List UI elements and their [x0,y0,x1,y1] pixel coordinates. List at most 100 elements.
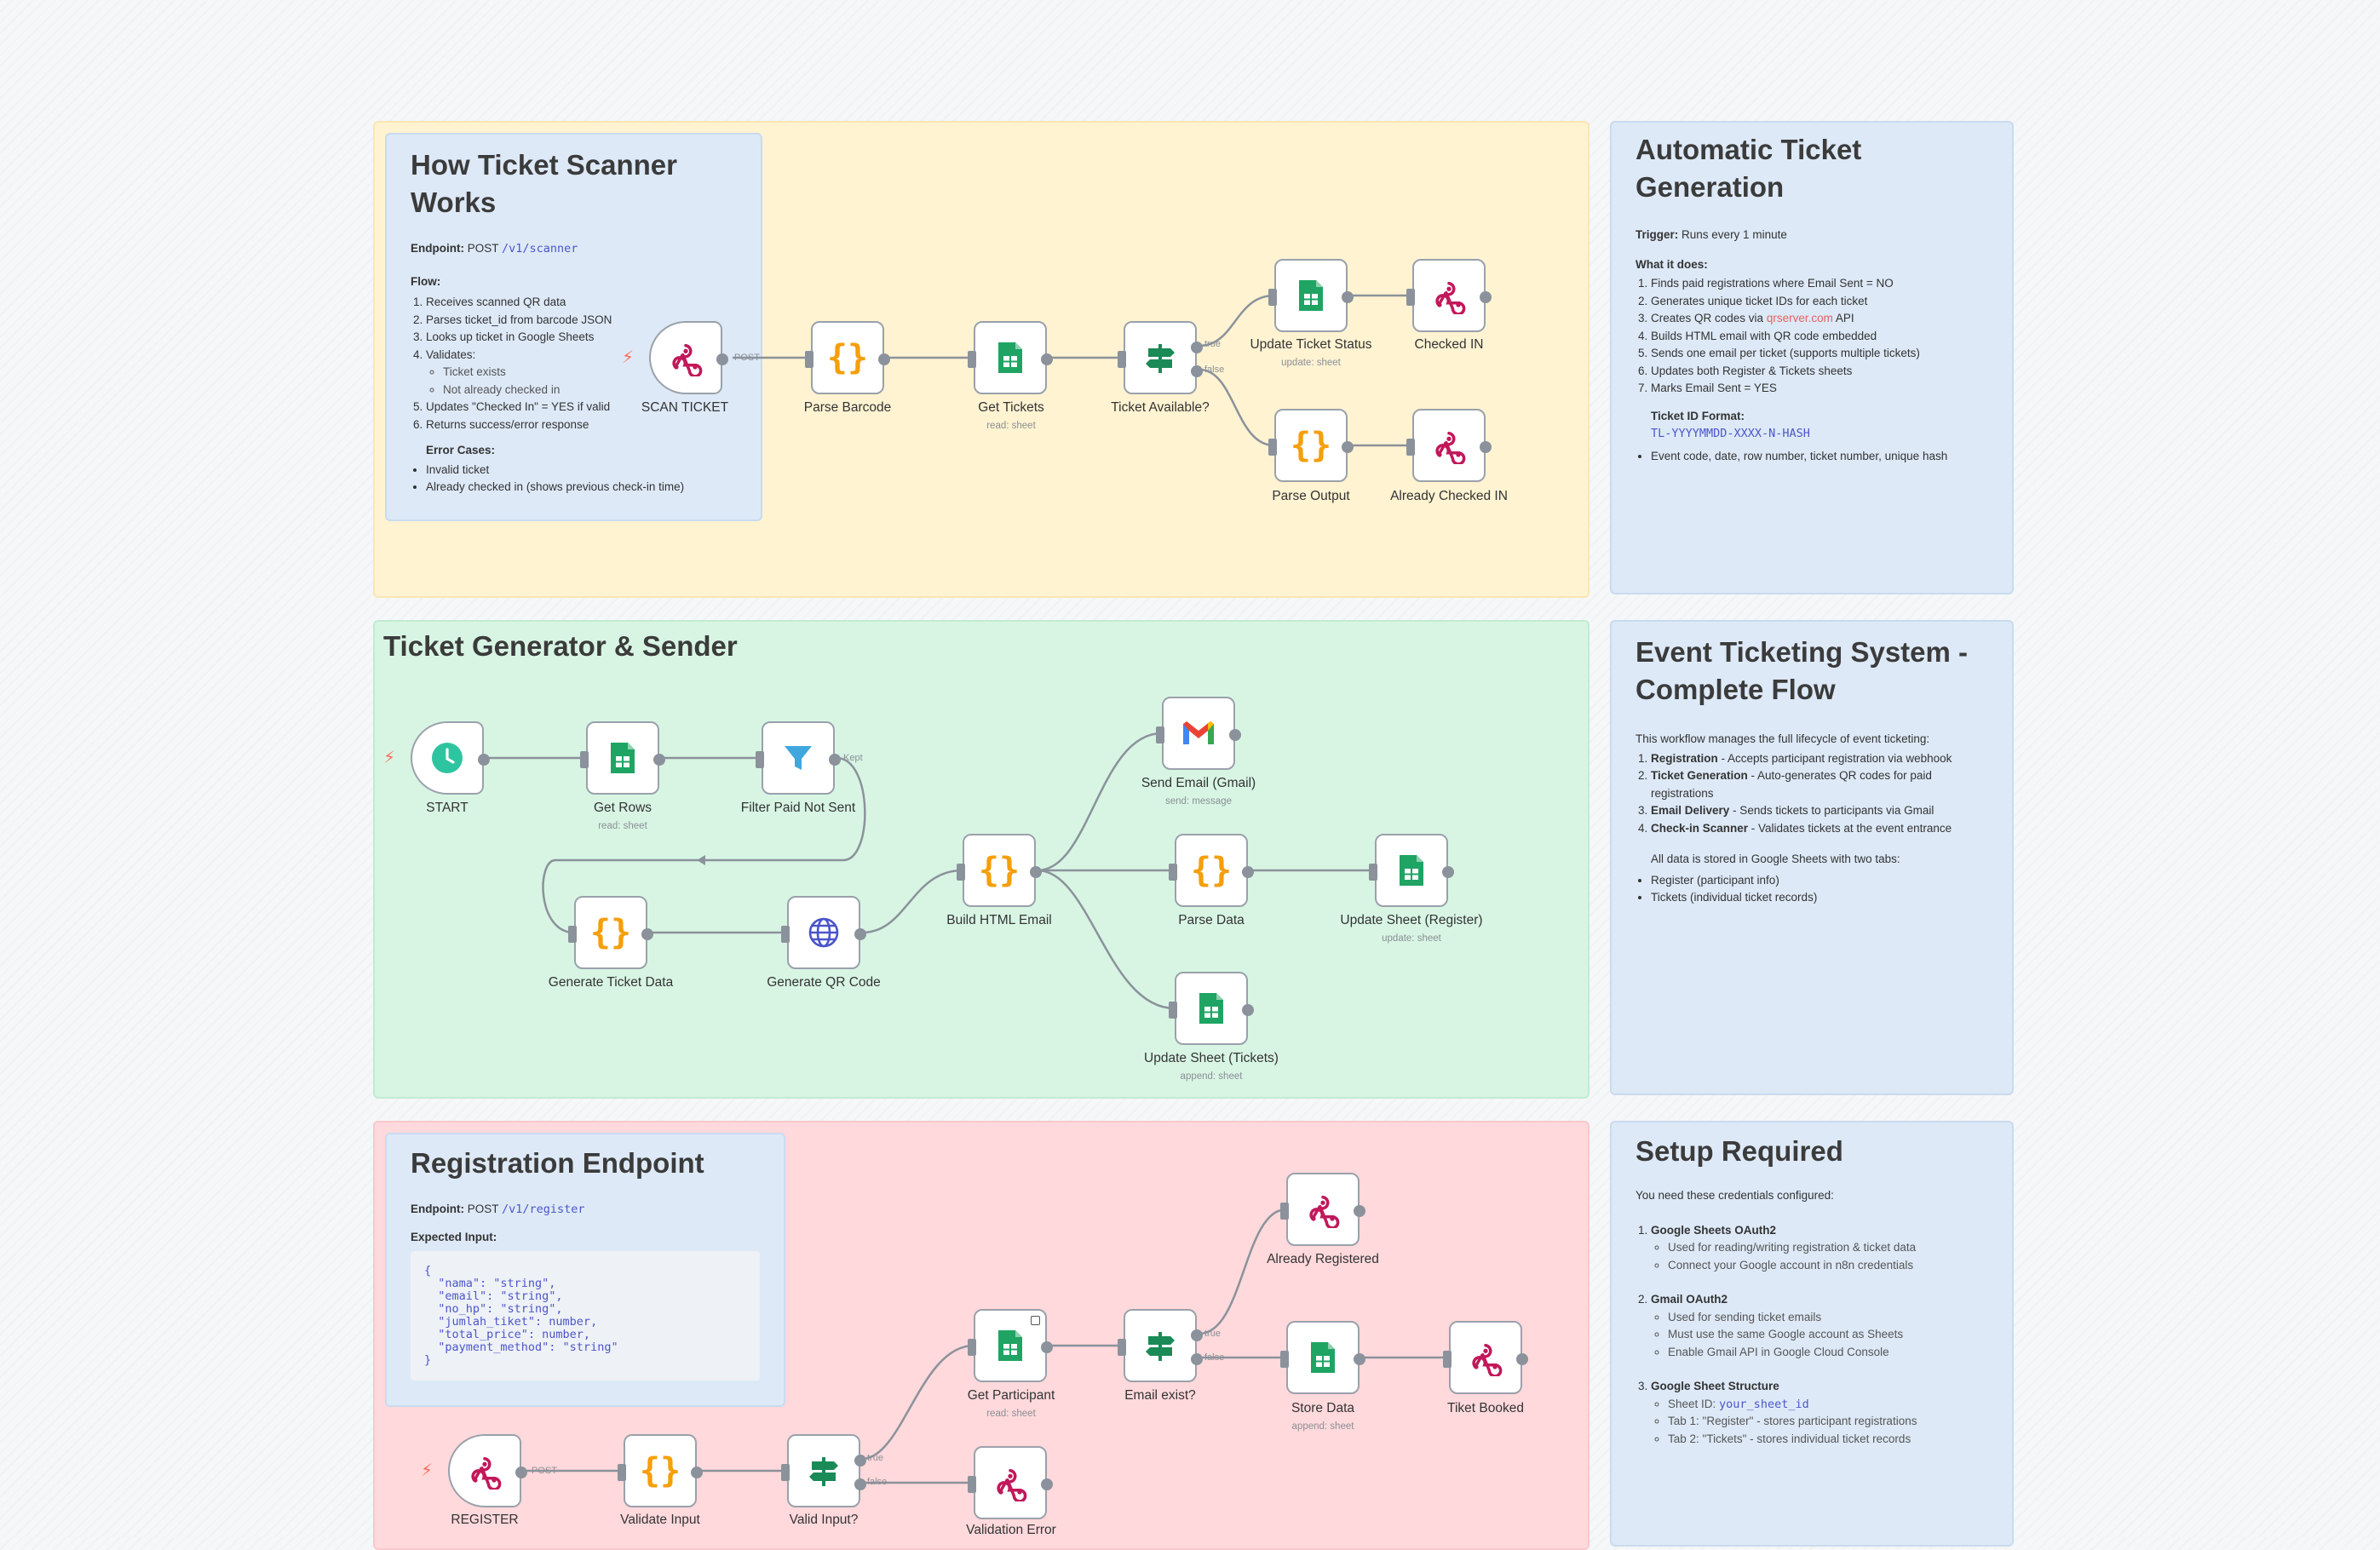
false-port[interactable] [854,1478,866,1490]
input-port[interactable] [1268,289,1277,306]
input-port[interactable] [1406,289,1415,306]
input-port[interactable] [781,926,790,943]
output-port[interactable] [716,353,728,365]
output-port[interactable] [1041,1341,1053,1353]
false-port[interactable] [1191,1353,1203,1365]
scan-ticket-node[interactable] [649,321,728,394]
input-port[interactable] [781,1464,790,1481]
ticket-booked-node[interactable] [1443,1321,1528,1394]
filter-paid-node[interactable] [756,721,841,795]
parse-data-node[interactable]: {} [1169,834,1254,907]
update-ticket-status-label: Update Ticket Status [1250,337,1372,352]
input-port[interactable] [805,351,813,368]
auto-generation-note[interactable]: Automatic Ticket Generation Trigger: Run… [1610,121,2014,594]
input-port[interactable] [968,1339,976,1356]
true-port[interactable] [1191,1329,1203,1341]
get-tickets-node[interactable] [968,321,1053,394]
output-port[interactable] [1342,441,1354,453]
get-participant-sub: read: sheet [986,1409,1036,1419]
output-port[interactable] [653,754,665,766]
output-port[interactable] [1354,1205,1365,1217]
output-port[interactable] [1242,1004,1254,1016]
valid-input-node[interactable] [781,1434,866,1507]
output-port[interactable] [1229,729,1241,741]
input-port[interactable] [618,1464,626,1481]
google-sheets-icon [1199,993,1223,1024]
get-rows-node[interactable] [580,721,665,795]
expected-input-code: { "nama": "string", "email": "string", "… [411,1251,760,1381]
input-port[interactable] [1169,864,1177,881]
setup-note[interactable]: Setup Required You need these credential… [1610,1121,2014,1547]
update-register-node[interactable] [1369,834,1454,907]
parse-output-node[interactable]: {} [1268,409,1354,482]
output-port[interactable] [854,928,866,940]
input-port[interactable] [580,751,589,768]
input-port[interactable] [1406,439,1415,456]
update-tickets-node[interactable] [1169,972,1254,1045]
checked-in-node[interactable] [1406,259,1492,332]
output-port[interactable] [1516,1353,1528,1365]
start-node[interactable] [411,721,490,795]
output-port[interactable] [641,928,653,940]
output-port[interactable] [1442,866,1454,878]
validate-input-node[interactable]: {} [618,1434,703,1507]
scan-ticket-label: SCAN TICKET [641,400,729,415]
webhook-icon [1472,1343,1503,1376]
code-braces-icon: {} [589,913,632,952]
output-port[interactable] [1342,291,1354,303]
input-port[interactable] [1118,351,1126,368]
registration-note[interactable]: Registration Endpoint Endpoint: POST /v1… [385,1133,785,1407]
input-port[interactable] [1280,1203,1289,1220]
output-port[interactable] [1242,866,1254,878]
output-port[interactable] [1354,1353,1365,1365]
input-port[interactable] [1268,439,1277,456]
store-data-node[interactable] [1280,1321,1365,1394]
validation-error-label: Validation Error [966,1523,1056,1537]
input-port[interactable] [968,351,976,368]
input-port[interactable] [957,864,965,881]
trigger-bolt-start: ⚡ [383,749,396,767]
input-port[interactable] [1156,726,1164,743]
update-ticket-status-node[interactable] [1268,259,1354,332]
output-port[interactable] [829,754,841,766]
qrserver-link[interactable]: qrserver.com [1766,312,1833,324]
google-sheets-icon [998,342,1022,373]
email-exist-node[interactable] [1118,1309,1203,1382]
input-port[interactable] [756,751,764,768]
false-port[interactable] [1191,365,1203,377]
parse-barcode-node[interactable]: {} [805,321,890,394]
input-port[interactable] [1443,1351,1452,1368]
already-checked-in-node[interactable] [1406,409,1492,482]
build-html-node[interactable]: {} [957,834,1042,907]
input-port[interactable] [968,1476,976,1493]
input-port[interactable] [1280,1351,1289,1368]
output-port[interactable] [878,353,890,365]
already-registered-node[interactable] [1280,1173,1365,1246]
port-label-false-valid: false [867,1477,888,1487]
input-port[interactable] [1169,1002,1177,1019]
true-port[interactable] [854,1455,866,1467]
generate-qr-node[interactable] [781,896,866,969]
output-port[interactable] [691,1467,703,1478]
checked-in-label: Checked IN [1414,337,1484,352]
input-port[interactable] [568,926,577,943]
true-port[interactable] [1191,342,1203,353]
ticket-available-node[interactable] [1118,321,1203,394]
output-port[interactable] [1030,866,1042,878]
output-port[interactable] [1480,291,1492,303]
output-port[interactable] [478,754,490,766]
output-port[interactable] [1480,441,1492,453]
system-overview-note[interactable]: Event Ticketing System - Complete Flow T… [1610,620,2014,1095]
output-port[interactable] [1041,353,1053,365]
generate-ticket-data-label: Generate Ticket Data [548,975,674,990]
validation-error-node[interactable] [968,1446,1053,1519]
send-email-node[interactable] [1156,697,1241,770]
get-participant-node[interactable] [968,1309,1053,1382]
input-port[interactable] [1369,864,1377,881]
output-port[interactable] [1041,1478,1053,1490]
input-port[interactable] [1118,1339,1126,1356]
generate-ticket-data-node[interactable]: {} [568,896,653,969]
gmail-icon [1183,721,1214,744]
register-node[interactable] [448,1434,527,1507]
output-port[interactable] [515,1467,527,1478]
